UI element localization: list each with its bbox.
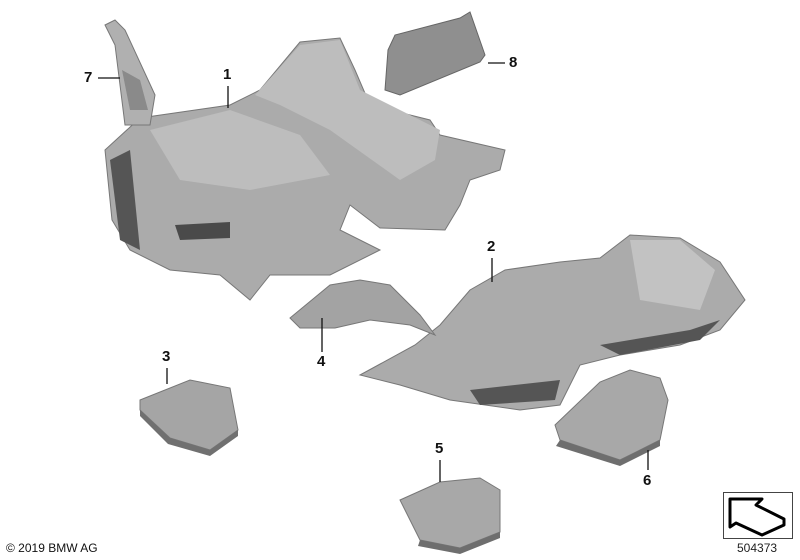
part-3-insulation-piece[interactable] bbox=[139, 379, 239, 456]
diagram-number: 504373 bbox=[737, 541, 778, 555]
direction-arrow-icon bbox=[723, 492, 793, 539]
callout-5[interactable]: 5 bbox=[435, 440, 444, 457]
callout-3[interactable]: 3 bbox=[162, 348, 171, 365]
callout-1[interactable]: 1 bbox=[223, 66, 232, 83]
callout-4[interactable]: 4 bbox=[317, 353, 326, 370]
callout-8[interactable]: 8 bbox=[509, 54, 518, 71]
part-8-48v-cover[interactable] bbox=[384, 11, 486, 96]
callout-6[interactable]: 6 bbox=[643, 472, 652, 489]
part-6-insulation-mat[interactable] bbox=[554, 369, 669, 466]
callout-7[interactable]: 7 bbox=[84, 69, 93, 86]
copyright: © 2019 BMW AG bbox=[6, 541, 98, 555]
part-7-strip[interactable] bbox=[104, 19, 156, 126]
part-5-insulation-mat[interactable] bbox=[399, 477, 501, 554]
leader-lines bbox=[98, 62, 649, 482]
callout-2[interactable]: 2 bbox=[487, 238, 496, 255]
part-2-rear-carpet[interactable] bbox=[358, 234, 746, 411]
part-4-insulation-piece[interactable] bbox=[289, 279, 437, 337]
part-1-front-carpet[interactable] bbox=[104, 37, 506, 301]
